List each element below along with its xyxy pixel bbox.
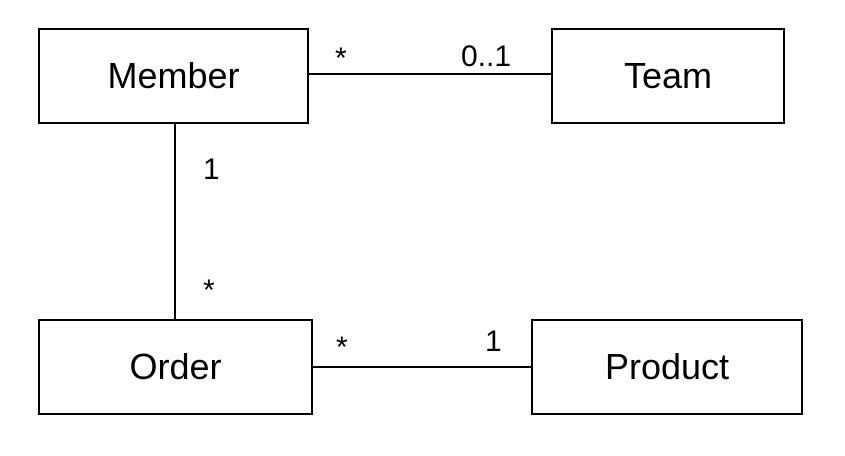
- order-class-label: Order: [129, 346, 222, 387]
- order-product-order-multiplicity: *: [336, 331, 348, 364]
- member-class-box: Member: [38, 28, 309, 124]
- member-order-order-multiplicity: *: [203, 274, 215, 307]
- order-class-box: Order: [38, 319, 313, 415]
- order-product-product-multiplicity: 1: [485, 325, 502, 358]
- member-class-label: Member: [107, 55, 240, 96]
- member-team-team-multiplicity: 0..1: [461, 40, 512, 73]
- team-class-box: Team: [551, 28, 785, 124]
- member-team-member-multiplicity: *: [335, 42, 347, 75]
- order-product-association-line: [311, 366, 533, 368]
- team-class-label: Team: [623, 55, 713, 96]
- member-order-member-multiplicity: 1: [203, 153, 220, 186]
- member-order-association-line: [174, 122, 176, 321]
- product-class-label: Product: [604, 346, 730, 387]
- product-class-box: Product: [531, 319, 803, 415]
- member-team-association-line: [307, 73, 553, 75]
